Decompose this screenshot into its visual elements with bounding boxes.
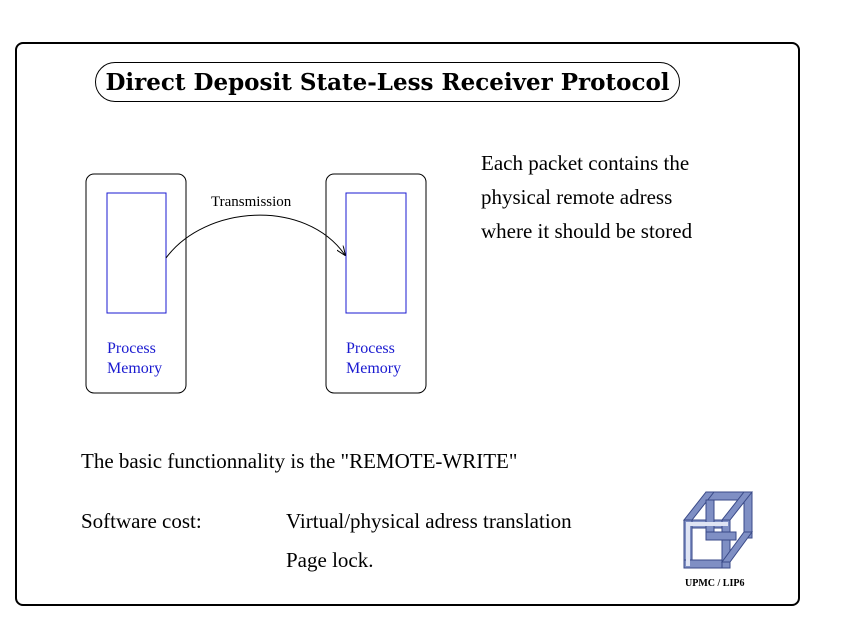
- software-cost-label: Software cost:: [81, 509, 202, 533]
- sender-memory-label: Process Memory: [107, 339, 162, 379]
- logo-caption: UPMC / LIP6: [685, 578, 745, 589]
- transmission-label: Transmission: [211, 194, 292, 210]
- title-banner: Direct Deposit State-Less Receiver Proto…: [95, 62, 680, 102]
- sender-memory-block: [106, 192, 167, 314]
- software-cost-item-2: Page lock.: [286, 548, 374, 572]
- receiver-label-line2: Memory: [346, 360, 402, 377]
- sender-label-line2: Memory: [107, 360, 163, 377]
- sender-node: [85, 173, 187, 394]
- packet-note: Each packet contains the physical remote…: [481, 146, 692, 248]
- receiver-label-line1: Process: [346, 340, 395, 357]
- basic-functionality-text: The basic functionnality is the "REMOTE-…: [81, 449, 518, 473]
- receiver-node: [325, 173, 427, 394]
- transmission-arrow: [165, 214, 345, 259]
- note-line-2: physical remote adress: [481, 185, 673, 209]
- note-line-3: where it should be stored: [481, 219, 693, 243]
- sender-label-line1: Process: [107, 340, 156, 357]
- receiver-memory-block: [345, 192, 407, 314]
- impossible-cube-icon: [682, 491, 754, 569]
- note-line-1: Each packet contains the: [481, 151, 690, 175]
- receiver-memory-label: Process Memory: [346, 339, 401, 379]
- software-cost-item-1: Virtual/physical adress translation: [286, 509, 572, 533]
- slide-frame: [15, 42, 800, 606]
- slide-title: Direct Deposit State-Less Receiver Proto…: [105, 68, 670, 96]
